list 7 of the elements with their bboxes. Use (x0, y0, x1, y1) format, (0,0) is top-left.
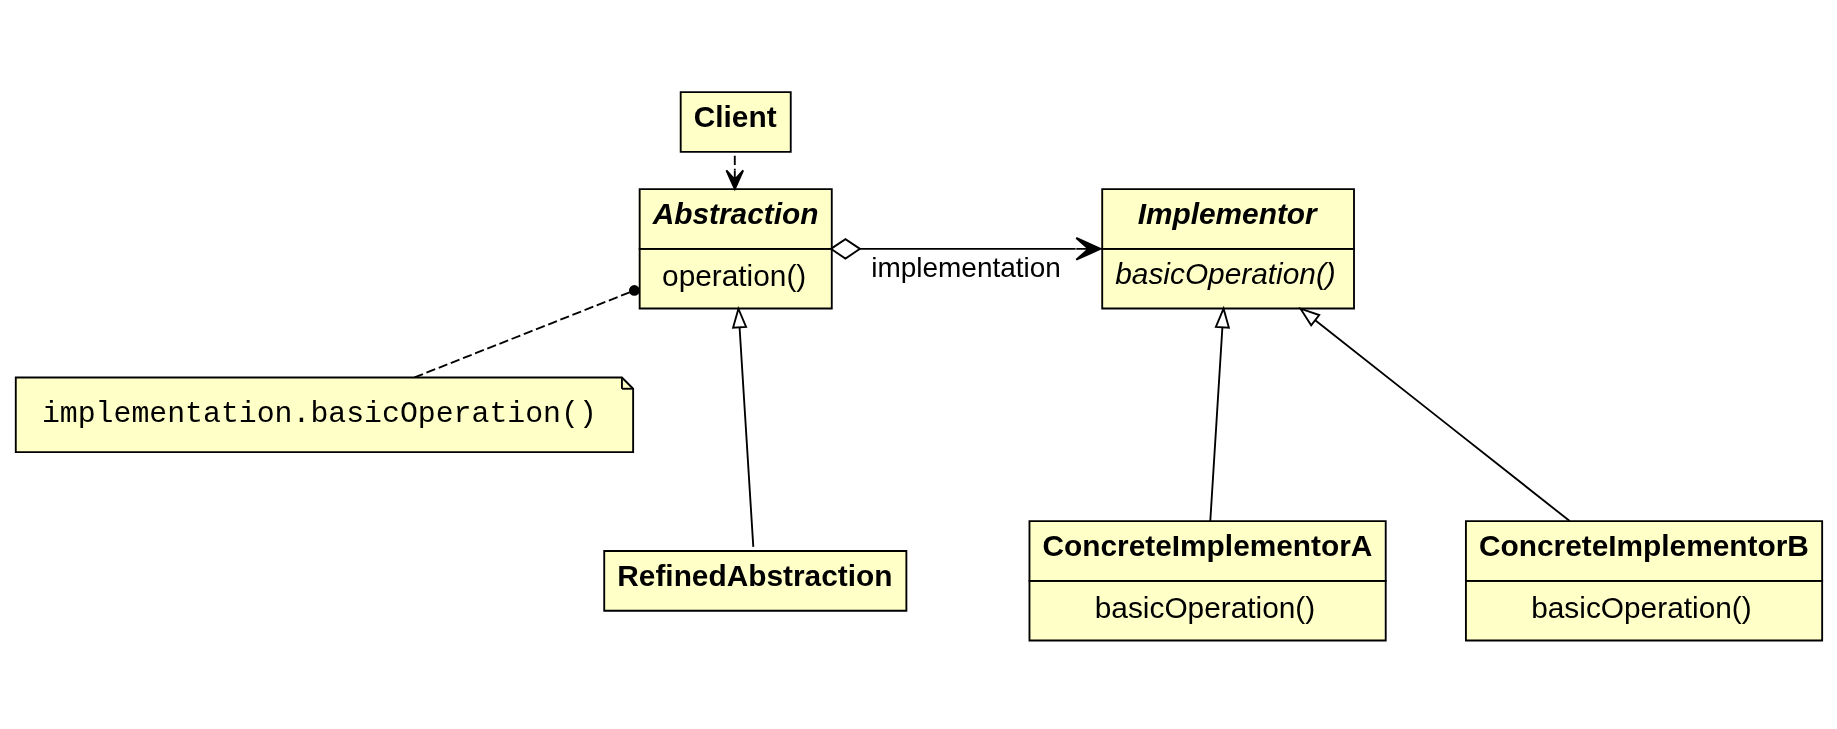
connector (413, 285, 640, 379)
arrow (1209, 305, 1231, 522)
arrow (829, 237, 1102, 261)
arrow (725, 154, 745, 190)
arrow (1298, 306, 1571, 522)
edge-label: implementation (871, 251, 1061, 283)
arrow (731, 305, 755, 548)
